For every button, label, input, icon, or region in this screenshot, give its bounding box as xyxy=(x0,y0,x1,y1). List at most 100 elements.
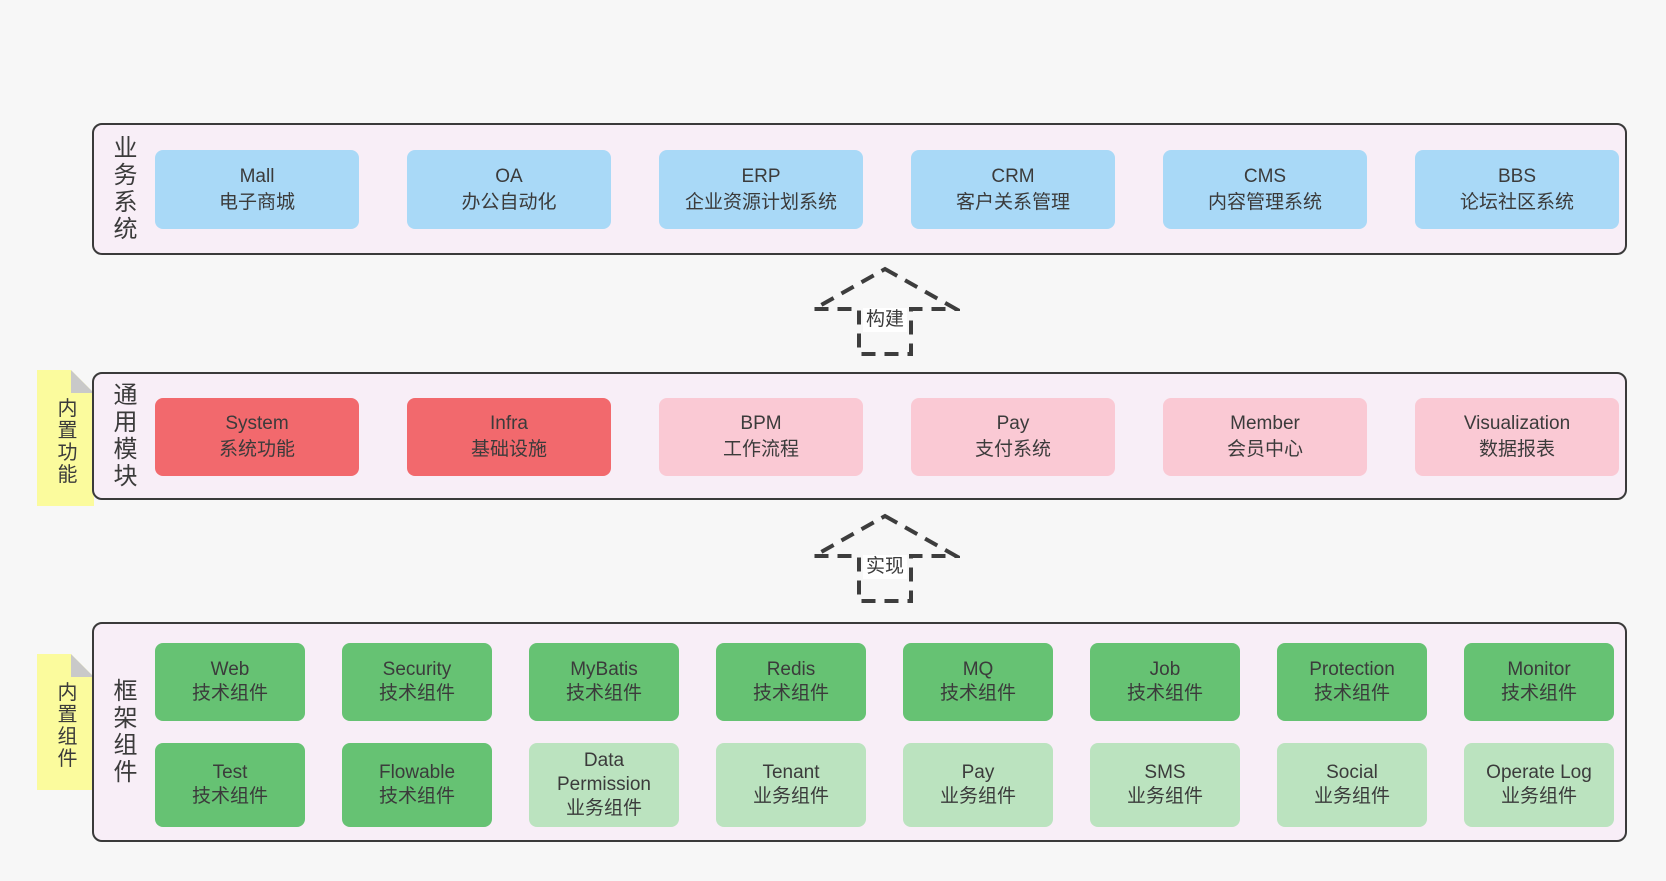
box-en-label: MyBatis xyxy=(570,659,638,680)
box-operate-log: Operate Log 业务组件 xyxy=(1464,743,1614,827)
implement-arrow-label: 实现 xyxy=(862,555,908,579)
box-en-label: Redis xyxy=(766,659,816,680)
box-en-label: OA xyxy=(495,165,523,187)
box-en-label: Tenant xyxy=(762,762,820,783)
implement-arrow: 实现 xyxy=(810,513,960,605)
business-layer-label: 业务系统 xyxy=(109,135,136,243)
box-en-label: Visualization xyxy=(1463,413,1571,434)
box-en-label: Security xyxy=(382,659,452,680)
build-arrow: 构建 xyxy=(810,266,960,358)
box-cn-label: 数据报表 xyxy=(1478,439,1555,460)
box-web: Web 技术组件 xyxy=(155,643,305,721)
box-en-label: MQ xyxy=(962,659,994,680)
box-cn-label: 技术组件 xyxy=(1126,683,1203,704)
box-cn-label: 办公自动化 xyxy=(461,191,557,213)
box-mq: MQ 技术组件 xyxy=(903,643,1053,721)
box-cn-label: 技术组件 xyxy=(752,683,829,704)
box-test: Test 技术组件 xyxy=(155,743,305,827)
box-cn-label: 技术组件 xyxy=(191,683,268,704)
box-cn-label: 业务组件 xyxy=(1313,786,1390,807)
sticky-fold-corner-icon xyxy=(71,370,94,393)
box-cn-label: 技术组件 xyxy=(939,683,1016,704)
box-cn-label: 技术组件 xyxy=(1500,683,1577,704)
box-cn-label: 支付系统 xyxy=(974,439,1051,460)
box-en-label: BPM xyxy=(740,413,782,434)
box-cn-label: 会员中心 xyxy=(1226,439,1303,460)
box-bbs: BBS 论坛社区系统 xyxy=(1415,150,1619,229)
box-cn-label: 业务组件 xyxy=(939,786,1016,807)
box-flowable: Flowable 技术组件 xyxy=(342,743,492,827)
builtin-components-label: 内置组件 xyxy=(54,681,76,770)
box-cn-label: 技术组件 xyxy=(378,786,455,807)
framework-layer-label: 框架组件 xyxy=(109,678,136,786)
build-arrow-label: 构建 xyxy=(862,308,908,332)
modules-layer-label: 通用模块 xyxy=(109,382,136,490)
box-tenant: Tenant 业务组件 xyxy=(716,743,866,827)
box-redis: Redis 技术组件 xyxy=(716,643,866,721)
box-cn-label: 技术组件 xyxy=(378,683,455,704)
box-cn-label: 业务组件 xyxy=(1126,786,1203,807)
box-data-permission: Data Permission 业务组件 xyxy=(529,743,679,827)
box-job: Job 技术组件 xyxy=(1090,643,1240,721)
box-cn-label: 内容管理系统 xyxy=(1207,191,1322,213)
box-en-label: Web xyxy=(210,659,250,680)
box-infra: Infra 基础设施 xyxy=(407,398,611,476)
box-cn-label: 技术组件 xyxy=(191,786,268,807)
box-en-label: Flowable xyxy=(378,762,456,783)
box-en-label: Protection xyxy=(1309,659,1395,680)
box-system: System 系统功能 xyxy=(155,398,359,476)
box-crm: CRM 客户关系管理 xyxy=(911,150,1115,229)
box-en-label: Job xyxy=(1149,659,1181,680)
box-en-label: System xyxy=(225,413,289,434)
box-cn-label: 技术组件 xyxy=(1313,683,1390,704)
box-en-label: Monitor xyxy=(1507,659,1571,680)
box-en-label: Social xyxy=(1326,762,1378,783)
box-mybatis: MyBatis 技术组件 xyxy=(529,643,679,721)
box-en-label: Infra xyxy=(489,413,529,434)
box-security: Security 技术组件 xyxy=(342,643,492,721)
box-sms: SMS 业务组件 xyxy=(1090,743,1240,827)
box-cn-label: 企业资源计划系统 xyxy=(684,191,837,213)
box-en-label: Mall xyxy=(239,165,275,187)
sticky-fold-corner-icon xyxy=(71,654,94,677)
box-en-label: Pay xyxy=(961,762,995,783)
box-en-label: ERP xyxy=(741,165,781,187)
box-cn-label: 业务组件 xyxy=(565,798,642,819)
box-en-label: Data Permission xyxy=(557,750,651,795)
modules-layer-panel: 通用模块 System 系统功能 Infra 基础设施 BPM 工作流程 Pay… xyxy=(92,372,1627,500)
builtin-functions-label: 内置功能 xyxy=(54,397,76,486)
box-en-label: SMS xyxy=(1144,762,1186,783)
box-cn-label: 工作流程 xyxy=(722,439,799,460)
dashed-up-arrow-icon xyxy=(810,513,960,603)
box-visualization: Visualization 数据报表 xyxy=(1415,398,1619,476)
box-cn-label: 电子商城 xyxy=(218,191,295,213)
box-en-label: Operate Log xyxy=(1486,762,1592,783)
dashed-up-arrow-icon xyxy=(810,266,960,356)
box-en-label: Test xyxy=(212,762,248,783)
box-cn-label: 客户关系管理 xyxy=(955,191,1070,213)
box-oa: OA 办公自动化 xyxy=(407,150,611,229)
box-en-label: BBS xyxy=(1497,165,1537,187)
box-member: Member 会员中心 xyxy=(1163,398,1367,476)
box-cn-label: 技术组件 xyxy=(565,683,642,704)
box-erp: ERP 企业资源计划系统 xyxy=(659,150,863,229)
box-cms: CMS 内容管理系统 xyxy=(1163,150,1367,229)
box-cn-label: 基础设施 xyxy=(470,439,547,460)
box-en-label: Pay xyxy=(996,413,1030,434)
box-social: Social 业务组件 xyxy=(1277,743,1427,827)
business-layer-panel: 业务系统 Mall 电子商城 OA 办公自动化 ERP 企业资源计划系统 CRM… xyxy=(92,123,1627,255)
box-en-label: CRM xyxy=(991,165,1035,187)
box-protection: Protection 技术组件 xyxy=(1277,643,1427,721)
box-mall: Mall 电子商城 xyxy=(155,150,359,229)
box-monitor: Monitor 技术组件 xyxy=(1464,643,1614,721)
box-en-label: Member xyxy=(1230,413,1300,434)
box-en-label: CMS xyxy=(1243,165,1287,187)
box-cn-label: 业务组件 xyxy=(752,786,829,807)
builtin-functions-sticky: 内置功能 xyxy=(37,370,94,506)
box-pay-component: Pay 业务组件 xyxy=(903,743,1053,827)
builtin-components-sticky: 内置组件 xyxy=(37,654,94,790)
box-cn-label: 论坛社区系统 xyxy=(1459,191,1574,213)
box-cn-label: 系统功能 xyxy=(218,439,295,460)
box-cn-label: 业务组件 xyxy=(1500,786,1577,807)
